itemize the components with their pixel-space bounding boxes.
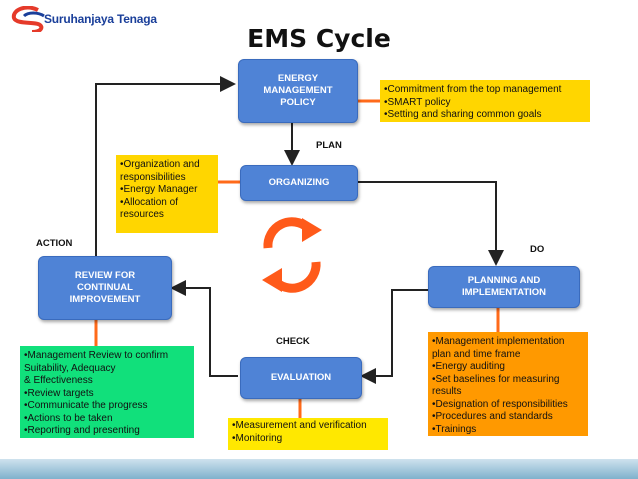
node-energy-management-policy: ENERGY MANAGEMENT POLICY [238, 59, 358, 123]
list-item: •Review targets [24, 387, 94, 399]
stage-plan: PLAN [316, 140, 342, 151]
list-item: •Organization and responsibilities [120, 159, 200, 183]
list-item: •Trainings [432, 423, 477, 435]
suruhanjaya-tenaga-logo-icon [11, 5, 45, 34]
arrow-planning-evaluation [360, 289, 428, 384]
list-item: •Allocation of resources [120, 196, 178, 221]
cycle-icon [262, 217, 322, 293]
node-planning-implementation: PLANNING AND IMPLEMENTATION [428, 266, 580, 308]
evaluation-details-box: •Measurement and verification •Monitorin… [228, 418, 388, 450]
list-item: •Communicate the progress [24, 400, 148, 411]
arrow-organizing-planning [356, 181, 504, 266]
list-item: •SMART policy [384, 96, 451, 108]
arrow-evaluation-review [170, 280, 238, 377]
list-item: •Commitment from the top management [384, 84, 562, 95]
node-evaluation: EVALUATION [240, 357, 362, 399]
organizing-details-box: •Organization and responsibilities •Ener… [116, 155, 218, 233]
footer-band [0, 459, 638, 479]
list-item: •Setting and sharing common goals [384, 109, 542, 120]
stage-do: DO [530, 244, 545, 255]
arrow-review-policy [95, 76, 236, 256]
policy-details-box: •Commitment from the top management •SMA… [380, 80, 590, 122]
list-item: •Management implementation plan and time… [432, 336, 565, 360]
node-organizing: ORGANIZING [240, 165, 358, 201]
page-title: EMS Cycle [247, 24, 391, 53]
list-item: •Actions to be taken [24, 412, 113, 424]
list-item: •Procedures and standards [432, 411, 553, 422]
stage-action: ACTION [36, 238, 73, 249]
node-review-continual-improvement: REVIEW FOR CONTINUAL IMPROVEMENT [38, 256, 172, 320]
list-item: •Set baselines for measuring results [432, 373, 560, 398]
list-item: •Measurement and verification [232, 420, 367, 431]
logo-text: Suruhanjaya Tenaga [44, 12, 157, 26]
list-item: •Designation of responsibilities [432, 398, 568, 410]
planning-details-box: •Management implementation plan and time… [428, 332, 588, 436]
list-item: •Reporting and presenting [24, 425, 140, 436]
list-item: •Management Review to confirm Suitabilit… [24, 350, 169, 386]
list-item: •Monitoring [232, 432, 283, 444]
list-item: •Energy auditing [432, 361, 505, 372]
stage-check: CHECK [276, 336, 310, 347]
logo [8, 5, 168, 34]
list-item: •Energy Manager [120, 184, 198, 195]
review-details-box: •Management Review to confirm Suitabilit… [20, 346, 194, 438]
